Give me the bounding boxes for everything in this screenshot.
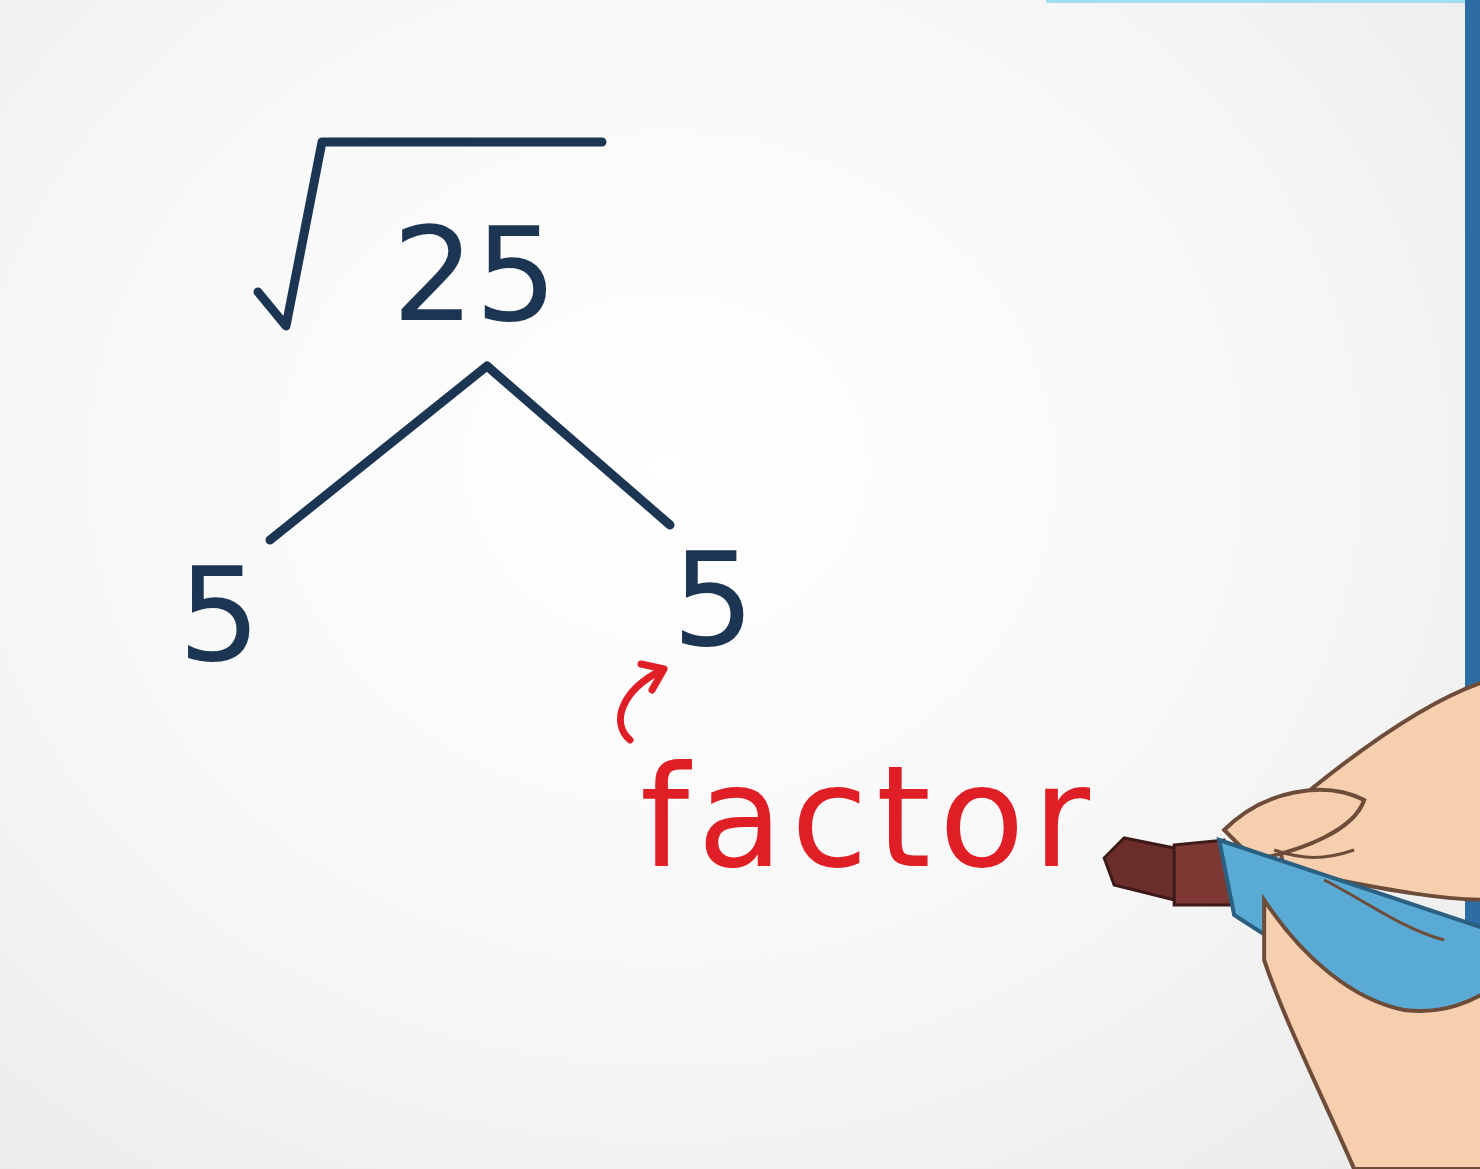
thumb-and-palm — [1264, 900, 1480, 1169]
factor-branches — [270, 366, 670, 540]
radicand: 25 — [392, 210, 557, 340]
finger-crease — [1324, 880, 1444, 940]
callout-note-wrap: factor — [640, 748, 1098, 888]
factor-number-wrap: 5 — [672, 535, 755, 665]
factor-number: 5 — [672, 535, 755, 665]
hand-with-marker — [1104, 680, 1480, 1169]
marker-tip — [1104, 838, 1184, 900]
factor-number-wrap: 5 — [178, 550, 261, 680]
factor-number: 5 — [178, 550, 261, 680]
top-bar — [1046, 0, 1466, 3]
callout-note: factor — [640, 748, 1098, 888]
arrow-head — [641, 664, 664, 690]
radicand-wrap: 25 — [392, 210, 557, 340]
finger-crease — [1274, 850, 1354, 858]
